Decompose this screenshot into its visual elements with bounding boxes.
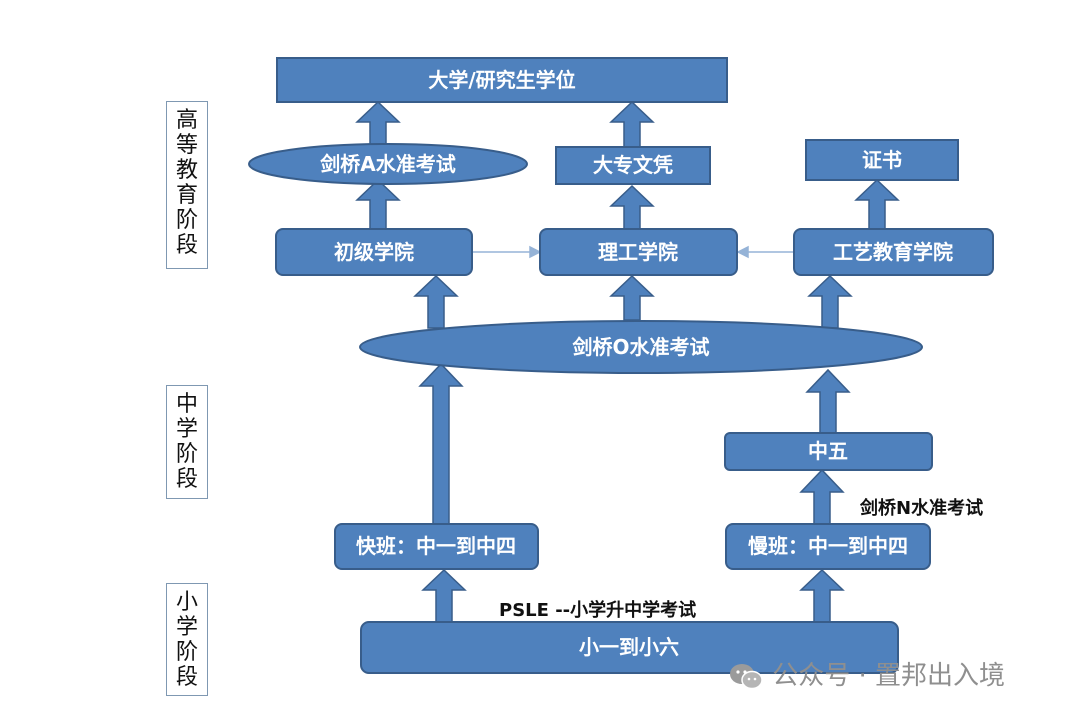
stage-primary-char: 小 xyxy=(175,590,198,615)
connector-ite-to-poly-head xyxy=(736,245,749,259)
arrow-o-level-to-ja xyxy=(413,274,459,329)
a-level-exam-label: 剑桥A水准考试 xyxy=(319,152,455,176)
arrow-poly-to-diploma xyxy=(609,184,655,231)
stage-primary-char: 学 xyxy=(175,615,198,640)
stage-higher-char: 阶 xyxy=(175,208,198,233)
stage-label-primary: 小 学 阶 段 xyxy=(166,583,208,696)
stage-higher-char: 等 xyxy=(175,133,198,158)
arrow-primary-to-normal xyxy=(799,568,845,623)
arrow-primary-to-express xyxy=(421,568,467,623)
junior-college-box xyxy=(275,228,473,276)
diploma-label: 大专文凭 xyxy=(593,153,673,177)
arrow-sec5-to-o-level xyxy=(805,368,851,434)
n-level-exam-note: 剑桥N水准考试 xyxy=(860,498,984,519)
primary-label: 小一到小六 xyxy=(579,635,679,659)
certificate-label: 证书 xyxy=(862,148,902,172)
watermark-text: 公众号 · 置邦出入境 xyxy=(772,661,1006,691)
o-level-exam-label: 剑桥O水准考试 xyxy=(571,335,709,359)
stage-higher-char: 段 xyxy=(175,233,198,258)
stage-secondary-char: 段 xyxy=(175,467,198,492)
junior-college-label: 初级学院 xyxy=(334,240,414,264)
arrow-express-to-o-level xyxy=(418,362,464,525)
connector-ja-to-poly-head xyxy=(529,245,542,259)
arrow-diploma-to-university xyxy=(609,100,655,149)
ite-label: 工艺教育学院 xyxy=(833,240,953,264)
ite-box xyxy=(793,228,994,276)
stage-secondary-char: 中 xyxy=(175,392,198,417)
stage-label-secondary: 中 学 阶 段 xyxy=(166,385,208,499)
university-box xyxy=(276,57,728,103)
stage-primary-char: 阶 xyxy=(175,640,198,665)
stage-higher-char: 教 xyxy=(175,158,198,183)
arrow-normal-to-sec5 xyxy=(799,468,845,525)
stage-primary-char: 段 xyxy=(175,665,198,690)
sec5-box xyxy=(724,432,933,471)
normal-box xyxy=(725,523,931,570)
stage-higher-char: 育 xyxy=(175,183,198,208)
sec5-label: 中五 xyxy=(808,439,848,463)
stage-label-higher-education: 高 等 教 育 阶 段 xyxy=(166,101,208,269)
o-level-exam-ellipse xyxy=(359,320,923,374)
university-label: 大学/研究生学位 xyxy=(428,68,575,92)
wechat-icon xyxy=(730,663,763,689)
polytechnic-label: 理工学院 xyxy=(598,240,678,264)
stage-secondary-char: 学 xyxy=(175,417,198,442)
express-box xyxy=(334,523,539,570)
certificate-box xyxy=(805,139,959,181)
stage-higher-char: 高 xyxy=(175,108,198,133)
express-label: 快班：中一到中四 xyxy=(356,534,516,558)
arrow-ja-to-a-level xyxy=(355,178,401,231)
watermark: 公众号 · 置邦出入境 xyxy=(728,655,1005,692)
arrow-a-level-to-university xyxy=(355,100,401,149)
diploma-box xyxy=(555,146,711,185)
arrow-o-level-to-poly xyxy=(609,274,655,321)
arrow-o-level-to-ite xyxy=(807,274,853,329)
psle-note: PSLE --小学升中学考试 xyxy=(499,600,697,621)
polytechnic-box xyxy=(539,228,738,276)
primary-box xyxy=(360,621,899,674)
a-level-exam-ellipse xyxy=(248,143,528,185)
arrow-ite-to-certificate xyxy=(854,178,900,231)
stage-secondary-char: 阶 xyxy=(175,442,198,467)
normal-label: 慢班：中一到中四 xyxy=(748,534,908,558)
